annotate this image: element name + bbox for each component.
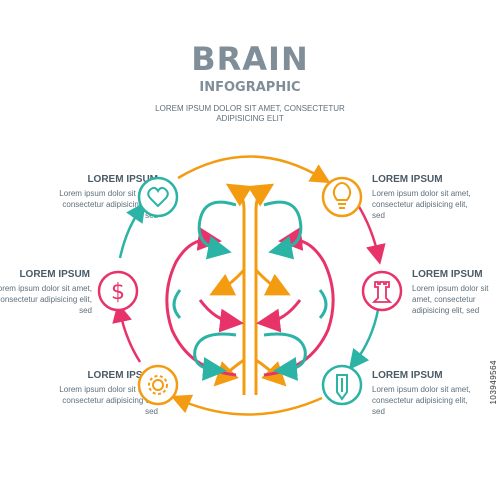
chess-rook-icon	[371, 281, 393, 303]
item-pencil-text: Lorem ipsum dolor sit amet, consectetur …	[372, 385, 471, 416]
brain-left-teal	[197, 200, 237, 260]
item-rook-title: LOREM IPSUM	[412, 269, 483, 280]
pencil-icon	[336, 374, 348, 401]
pencil-circle	[321, 364, 363, 406]
cycle-arc-left-upper	[118, 201, 146, 259]
gear-icon	[148, 375, 168, 395]
cycle-arc-left-lower	[112, 302, 142, 363]
heart-circle	[137, 176, 179, 218]
heart-icon	[147, 186, 169, 208]
item-dollar-title: LOREM IPSUM	[19, 269, 90, 280]
item-pencil-title: LOREM IPSUM	[372, 370, 443, 381]
brain-center-left	[225, 183, 253, 395]
lightbulb-circle	[321, 176, 363, 218]
item-lightbulb-title: LOREM IPSUM	[372, 174, 443, 185]
item-heart-title: LOREM IPSUM	[87, 174, 158, 185]
title: BRAIN	[191, 40, 309, 78]
cycle-arc-top	[177, 155, 331, 184]
cycle-arc-bottom	[170, 394, 323, 416]
subtitle: INFOGRAPHIC	[199, 80, 301, 95]
cycle-arc-right-upper	[356, 204, 386, 265]
brain-center-right	[247, 183, 275, 395]
cycle-arc-right-lower	[348, 309, 380, 370]
dollar-circle: $	[97, 270, 139, 312]
lightbulb-icon	[332, 181, 352, 209]
brain-left-lobe	[165, 226, 237, 377]
item-gear-text: Lorem ipsum dolor sit amet, consectetur …	[59, 385, 158, 416]
brain-right-lobe	[263, 226, 335, 377]
description: LOREM IPSUM DOLOR SIT AMET, CONSECTETUR …	[155, 104, 345, 123]
item-dollar-text: Lorem ipsum dolor sit amet, consectetur …	[0, 284, 92, 315]
rook-circle	[361, 270, 403, 312]
item-lightbulb-text: Lorem ipsum dolor sit amet, consectetur …	[372, 189, 471, 220]
gear-circle	[137, 364, 179, 406]
item-rook-text: Lorem ipsum dolor sit amet, consectetur …	[412, 284, 489, 315]
watermark: 103949564	[489, 360, 498, 405]
dollar-icon: $	[111, 280, 125, 305]
brain-right-teal	[263, 200, 303, 260]
item-gear-title: LOREM IPSUM	[87, 370, 158, 381]
